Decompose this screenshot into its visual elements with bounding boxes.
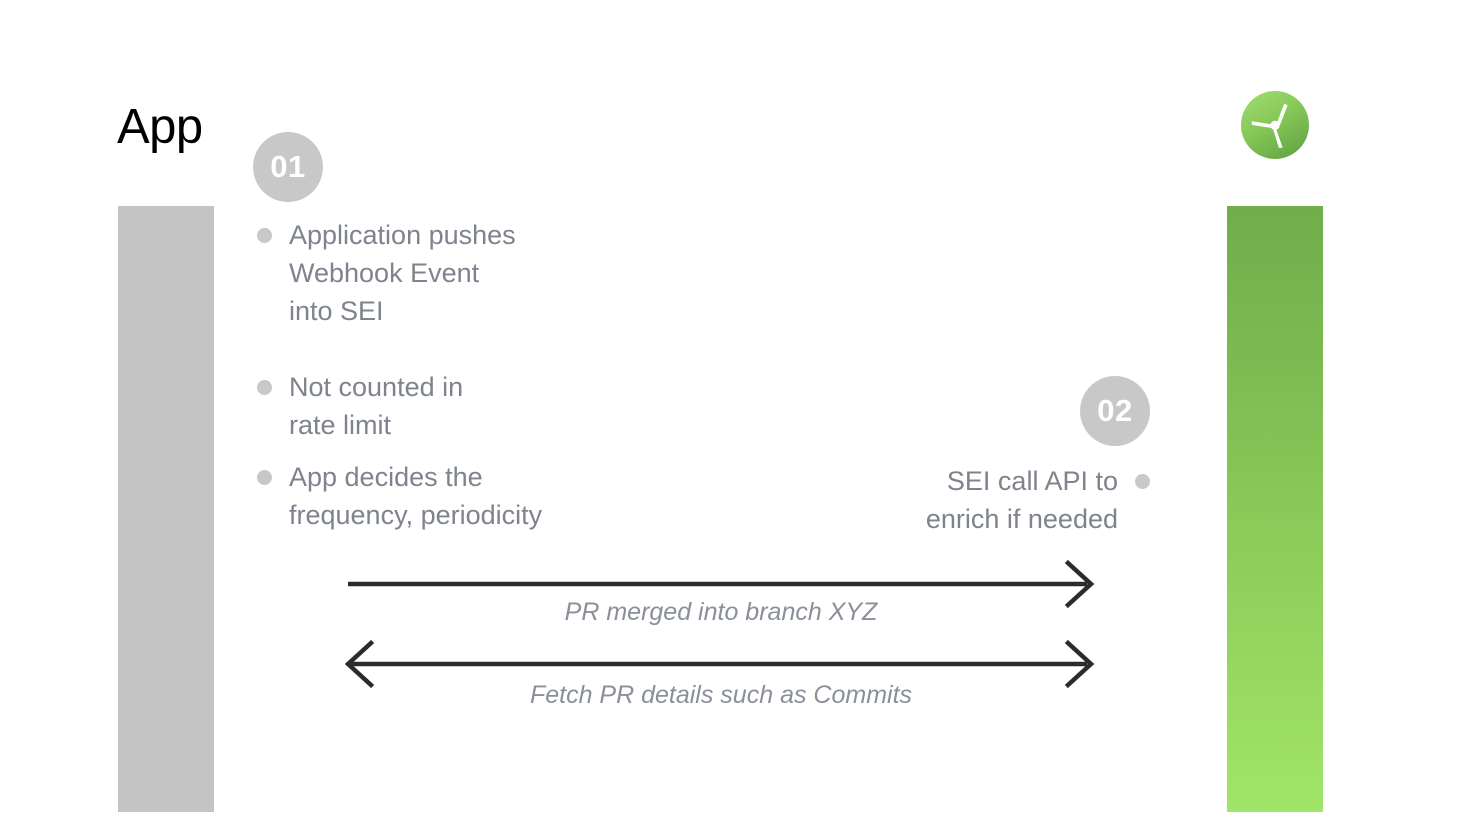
bullet-line: SEI call API to <box>946 466 1118 496</box>
bullet-line: into SEI <box>289 296 384 326</box>
list-item: Application pushes Webhook Event into SE… <box>257 216 677 330</box>
fetch-pr-details-arrow <box>344 638 1105 695</box>
bullet-line: enrich if needed <box>925 504 1118 534</box>
list-item: SEI call API to enrich if needed <box>800 462 1150 538</box>
step-badge-02: 02 <box>1080 376 1150 446</box>
list-item: App decides the frequency, periodicity <box>257 458 677 534</box>
lane-app <box>118 206 214 812</box>
bullet-dot-icon <box>1135 474 1150 489</box>
spacer <box>257 444 677 458</box>
right-bullet-list: SEI call API to enrich if needed <box>800 462 1150 538</box>
list-item: Not counted in rate limit <box>257 368 677 444</box>
page-title: App <box>117 100 203 154</box>
bullet-line: Application pushes <box>289 220 516 250</box>
spacer <box>257 330 677 368</box>
step-badge-01: 01 <box>253 132 323 202</box>
bullet-line: Webhook Event <box>289 258 480 288</box>
lane-sei <box>1227 206 1323 812</box>
bullet-dot-icon <box>257 380 272 395</box>
pr-merged-arrow <box>345 558 1105 615</box>
bullet-dot-icon <box>257 470 272 485</box>
sei-propeller-logo <box>1240 90 1310 160</box>
pr-merged-arrow-label: PR merged into branch XYZ <box>564 598 878 626</box>
bullet-dot-icon <box>257 228 272 243</box>
fetch-pr-details-arrow-label: Fetch PR details such as Commits <box>529 681 913 709</box>
bullet-line: App decides the <box>289 462 483 492</box>
left-bullet-list: Application pushes Webhook Event into SE… <box>257 216 677 534</box>
bullet-line: frequency, periodicity <box>289 500 543 530</box>
bullet-line: rate limit <box>289 410 392 440</box>
bullet-line: Not counted in <box>289 372 464 402</box>
